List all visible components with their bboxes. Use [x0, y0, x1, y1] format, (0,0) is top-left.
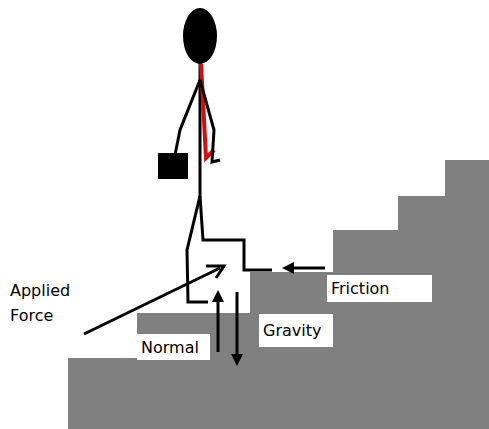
applied-force-leader [84, 268, 220, 334]
force-name-box: Friction [327, 275, 432, 302]
applied-force-arrowhead [206, 266, 224, 278]
left-arm [175, 80, 200, 155]
force-name-box: Gravity [259, 314, 333, 347]
staircase [68, 160, 489, 429]
head [183, 8, 217, 64]
friction-arrow [290, 267, 325, 270]
front-leg [200, 196, 272, 270]
normal-arrow [217, 298, 220, 352]
gravity-arrow [236, 292, 239, 358]
force-name-box: Normal [137, 334, 210, 360]
normal-arrowhead [212, 290, 224, 302]
back-leg [187, 196, 208, 302]
briefcase [158, 153, 188, 179]
force-label: Applied Force [10, 278, 80, 332]
right-arm [200, 80, 220, 162]
friction-arrowhead [282, 262, 294, 274]
gravity-arrowhead [231, 354, 243, 366]
